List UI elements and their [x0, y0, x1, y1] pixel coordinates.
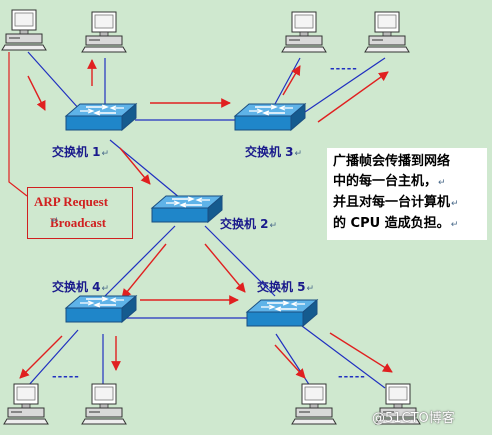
switch-label-1-text: 交换机 1 [52, 145, 101, 159]
paragraph-mark: ↵ [450, 220, 459, 230]
switch-icon-1 [65, 103, 137, 131]
paragraph-mark: ↵ [269, 221, 278, 231]
watermark: @51CTO博客 [372, 411, 455, 426]
broadcast-note: 广播帧会传播到网络 中的每一台主机，↵ 并且对每一台计算机↵ 的 CPU 造成负… [327, 148, 487, 240]
link-sw5-pc-left [275, 333, 311, 387]
pc-icon-bottom-right-1 [291, 383, 337, 425]
arrow-sw5-to-pc-right [329, 332, 393, 373]
paragraph-mark: ↵ [451, 199, 459, 209]
switch-label-2-text: 交换机 2 [220, 217, 269, 231]
link-sw5-pc-right [301, 325, 386, 389]
pc-icon-top-mid [81, 11, 127, 53]
note-line-4: 的 CPU 造成负担。↵ [333, 214, 481, 235]
arp-line-1: ARP Request [34, 194, 109, 209]
switch-label-3-text: 交换机 3 [245, 145, 294, 159]
paragraph-mark: ↵ [101, 284, 110, 294]
link-pc-sw3-left [274, 57, 301, 105]
note-line-3-text: 并且对每一台计算机 [333, 195, 451, 210]
note-line-2: 中的每一台主机，↵ [333, 172, 481, 193]
link-sw2-sw4 [104, 225, 176, 297]
pc-icon-top-right-2 [364, 11, 410, 53]
link-sw2-sw5 [204, 225, 276, 297]
switch-icon-4 [65, 295, 137, 323]
note-line-1: 广播帧会传播到网络 [333, 154, 451, 169]
arrow-pc-to-sw1 [27, 75, 46, 111]
arrow-sw2-to-sw5 [204, 243, 246, 293]
note-line-4-text: 的 CPU 造成负担。 [333, 216, 450, 231]
switch-label-5-text: 交换机 5 [257, 280, 306, 294]
link-pc-sw1-left [27, 51, 81, 111]
arrow-sw2-to-sw4 [121, 243, 167, 299]
more-hosts-ellipsis-bottom-right: ----- [338, 370, 366, 383]
paragraph-mark: ↵ [294, 149, 303, 159]
arrow-sw3-to-pc-left [282, 65, 301, 96]
note-line-2-text: 中的每一台主机， [333, 174, 438, 189]
switch-icon-5 [246, 299, 318, 327]
arrow-sw4-to-pc-left [19, 335, 63, 379]
switch-label-5: 交换机 5↵ [257, 278, 314, 295]
paragraph-mark: ↵ [51, 215, 59, 225]
link-sw4-pc-left [27, 329, 79, 387]
pc-icon-bottom-left-1 [3, 383, 49, 425]
arrow-sw3-to-pc-right [317, 71, 389, 123]
switch-label-1: 交换机 1↵ [52, 143, 109, 160]
arrow-sw1-to-sw2 [119, 147, 151, 185]
broadcast-arrows [19, 59, 393, 379]
more-hosts-ellipsis-bottom-left: ----- [52, 370, 80, 383]
switch-label-3: 交换机 3↵ [245, 143, 302, 160]
pc-icon-top-right-1 [281, 11, 327, 53]
arp-line-2-text: Broadcast [50, 215, 107, 230]
switch-icon-2 [151, 195, 223, 223]
switch-icon-3 [234, 103, 306, 131]
arp-bracket-line [8, 52, 28, 197]
paragraph-mark: ↵ [306, 284, 315, 294]
note-line-3: 并且对每一台计算机↵ [333, 193, 481, 214]
arrow-sw5-to-pc-left [274, 344, 306, 379]
switch-label-2: 交换机 2↵ [220, 215, 277, 232]
more-hosts-ellipsis-top: ----- [330, 62, 358, 75]
paragraph-mark: ↵ [101, 149, 110, 159]
pc-icon-bottom-left-2 [81, 383, 127, 425]
link-pc-sw3-right [304, 57, 386, 113]
arp-request-box: ARP Request Broadcast↵ [27, 187, 133, 239]
switch-label-4-text: 交换机 4 [52, 280, 101, 294]
pc-icon-top-left [1, 9, 47, 51]
paragraph-mark: ↵ [438, 178, 446, 188]
switch-label-4: 交换机 4↵ [52, 278, 109, 295]
